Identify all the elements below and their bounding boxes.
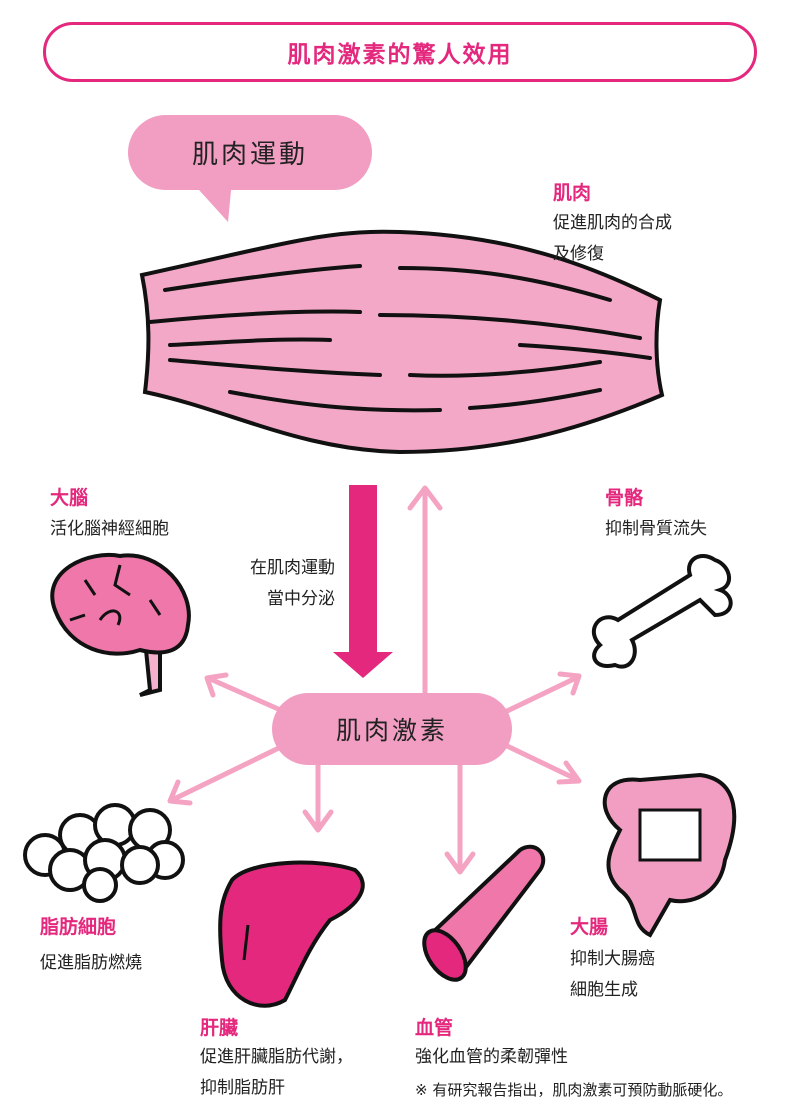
intestine-label: 大腸	[570, 916, 609, 938]
brain-desc: 活化腦神經細胞	[50, 519, 169, 539]
muscle-desc-line: 及修復	[553, 244, 604, 264]
brain-illustration	[50, 553, 191, 697]
vessel-desc: 強化血管的柔韌彈性	[415, 1047, 568, 1067]
arrow-to-brain	[204, 672, 288, 715]
bone-label: 骨骼	[605, 487, 644, 509]
fat-label: 脂肪細胞	[40, 916, 117, 938]
arrow-to-muscle	[407, 485, 443, 695]
arrow-to-bone	[502, 671, 582, 715]
muscle-illustration	[139, 229, 665, 455]
page-title: 肌肉激素的驚人效用	[43, 22, 757, 82]
liver-desc-line: 促進肝臟脂肪代謝，	[200, 1047, 353, 1067]
intestine-desc-line: 抑制大腸癌	[570, 949, 655, 969]
liver-label: 肝臟	[200, 1017, 239, 1039]
secretion-arrow	[333, 485, 393, 678]
bone-desc: 抑制骨質流失	[605, 519, 707, 539]
secretion-note: 在肌肉運動 當中分泌	[250, 553, 335, 615]
myokine-pill: 肌肉激素	[272, 693, 512, 765]
liver-illustration	[218, 860, 365, 1008]
arrow-to-vessel	[444, 762, 476, 875]
vessel-label: 血管	[415, 1017, 454, 1039]
effect-arrows	[167, 485, 582, 875]
secretion-line: 當中分泌	[267, 589, 335, 609]
arrow-to-intestine	[502, 742, 582, 785]
muscle-desc: 促進肌肉的合成 及修復	[553, 208, 672, 270]
fat-cells-illustration	[23, 803, 185, 903]
bone-illustration	[592, 554, 733, 669]
intestine-desc-line: 細胞生成	[570, 980, 638, 1000]
intestine-illustration	[602, 772, 737, 938]
bubble-tail	[190, 180, 232, 222]
exercise-bubble: 肌肉運動	[128, 115, 372, 190]
secretion-line: 在肌肉運動	[250, 558, 335, 578]
intestine-desc: 抑制大腸癌 細胞生成	[570, 944, 655, 1006]
vessel-footnote: ※ 有研究報告指出，肌肉激素可預防動脈硬化。	[415, 1081, 733, 1099]
muscle-desc-line: 促進肌肉的合成	[553, 213, 672, 233]
brain-label: 大腦	[50, 487, 89, 509]
liver-desc: 促進肝臟脂肪代謝， 抑制脂肪肝	[200, 1042, 353, 1104]
blood-vessel-illustration	[422, 844, 546, 982]
liver-desc-line: 抑制脂肪肝	[200, 1078, 285, 1098]
arrow-to-fat	[167, 742, 288, 806]
fat-desc: 促進脂肪燃燒	[40, 953, 142, 973]
arrow-to-liver	[302, 762, 334, 833]
muscle-label: 肌肉	[553, 182, 592, 204]
